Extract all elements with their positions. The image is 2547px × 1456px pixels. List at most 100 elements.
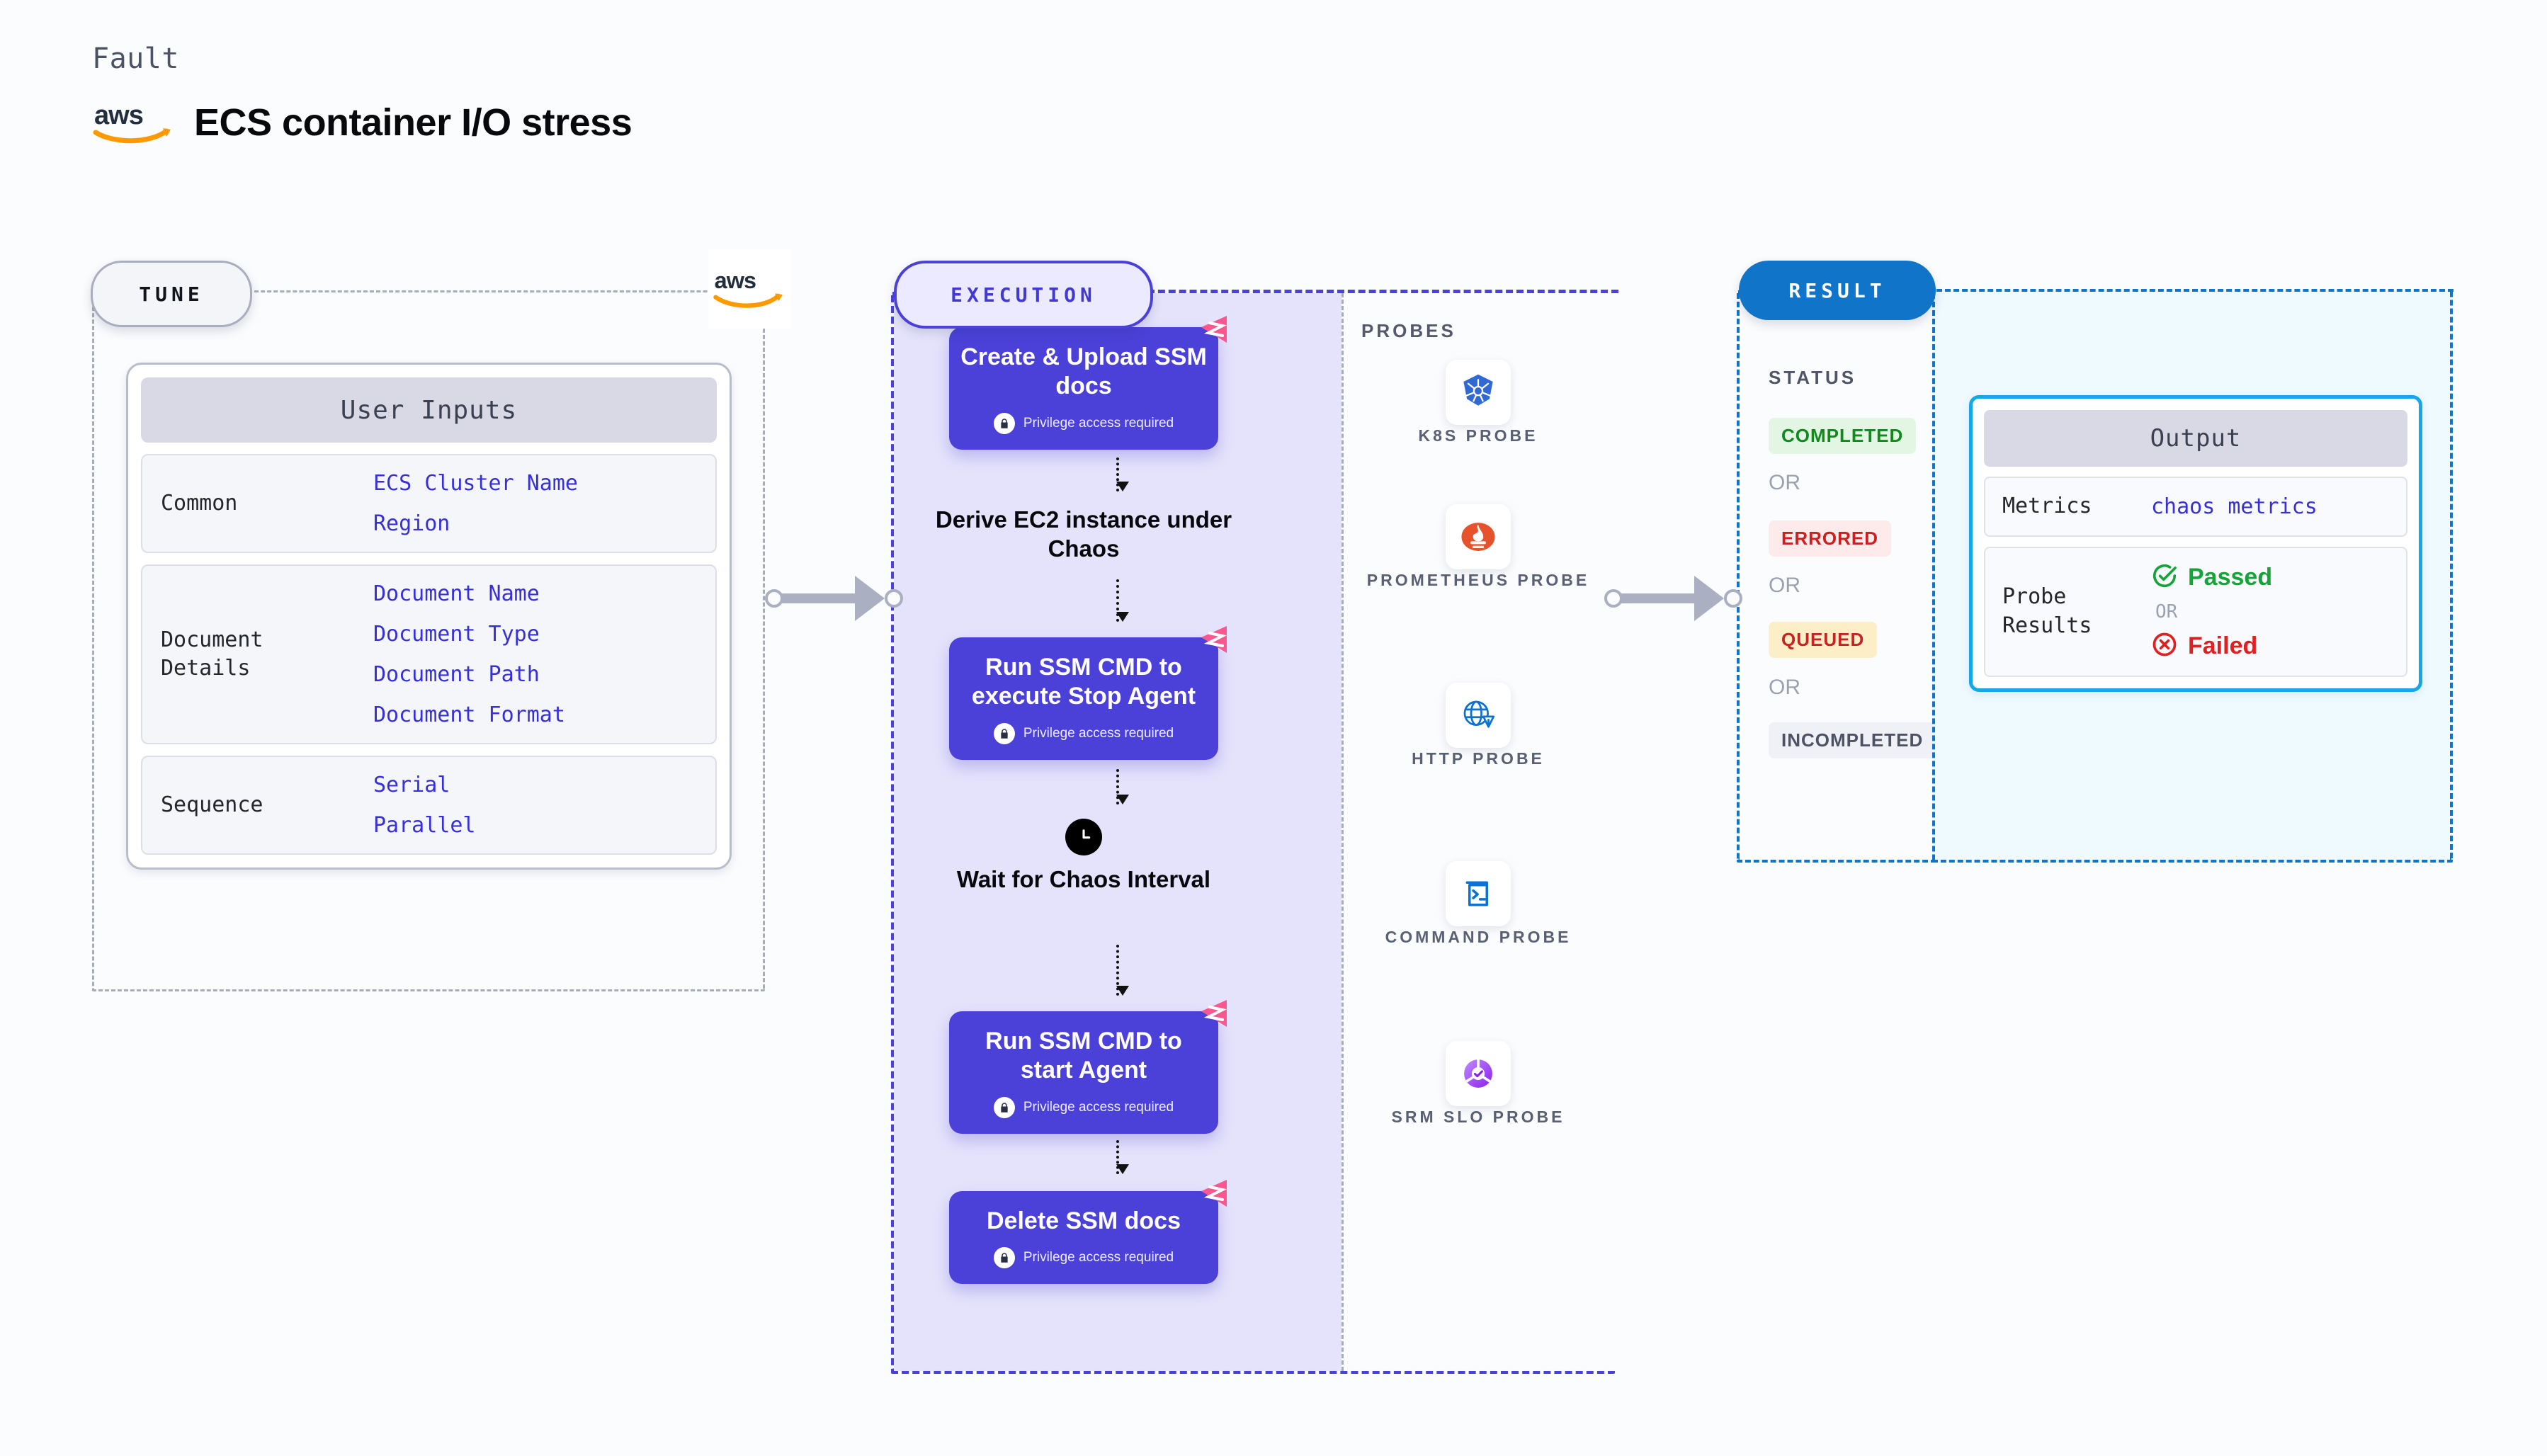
tune-panel <box>92 292 765 991</box>
input-ecs-cluster-name[interactable]: ECS Cluster Name <box>373 471 578 496</box>
or-text: OR <box>1769 676 1800 699</box>
harness-badge-icon <box>1194 312 1234 351</box>
connector-bar <box>782 593 858 603</box>
flow-arrow <box>1116 945 1129 1008</box>
step-label: Derive EC2 instance under Chaos <box>935 506 1232 562</box>
flow-arrow <box>1116 457 1129 504</box>
passed-label: Passed <box>2188 563 2273 591</box>
harness-badge-icon <box>1194 1176 1234 1215</box>
probe-label: SRM SLO PROBE <box>1391 1108 1565 1126</box>
probe-prometheus[interactable]: PROMETHEUS PROBE <box>1341 504 1615 591</box>
output-panel-top-border <box>1936 289 2454 292</box>
execution-badge[interactable]: EXECUTION <box>894 261 1153 329</box>
lock-icon <box>993 1247 1015 1269</box>
privilege-text: Privilege access required <box>1023 1099 1174 1115</box>
probes-label: PROBES <box>1361 320 1456 341</box>
result-badge[interactable]: RESULT <box>1739 261 1936 320</box>
or-text: OR <box>1769 574 1800 597</box>
page-header: Fault aws ECS container I/O stress <box>92 42 633 144</box>
privilege-text: Privilege access required <box>1023 415 1174 431</box>
lock-icon <box>993 1096 1015 1118</box>
privilege-note: Privilege access required <box>993 1247 1174 1269</box>
step-label: Create & Upload SSM docs <box>960 343 1207 400</box>
step-label: Run SSM CMD to start Agent <box>985 1028 1182 1084</box>
connector-end-dot <box>1724 589 1742 608</box>
input-document-name[interactable]: Document Name <box>373 581 540 606</box>
input-serial[interactable]: Serial <box>373 773 450 797</box>
metrics-label: Metrics <box>2002 494 2092 518</box>
step-run-ssm-stop-agent[interactable]: Run SSM CMD to execute Stop Agent Privil… <box>949 626 1227 760</box>
probe-k8s[interactable]: K8S PROBE <box>1341 360 1615 447</box>
x-circle-icon <box>2151 631 2178 661</box>
status-badge-completed: COMPLETED <box>1769 418 1917 454</box>
harness-badge-icon <box>1194 622 1234 661</box>
probes-column <box>1341 293 1615 1371</box>
flow-arrow <box>1116 1140 1129 1186</box>
or-text: OR <box>1769 471 1800 494</box>
connector-end-dot <box>885 589 903 608</box>
input-group-sequence: Sequence Serial Parallel <box>141 756 717 855</box>
input-document-path[interactable]: Document Path <box>373 662 540 687</box>
input-document-format[interactable]: Document Format <box>373 703 565 727</box>
step-create-upload-ssm-docs[interactable]: Create & Upload SSM docs Privilege acces… <box>949 316 1227 450</box>
step-derive-ec2-instance: Derive EC2 instance under Chaos <box>915 506 1252 564</box>
group-name: Common <box>161 490 238 516</box>
execution-flow: Create & Upload SSM docs Privilege acces… <box>894 293 1341 1371</box>
probe-label: HTTP PROBE <box>1412 749 1545 768</box>
harness-badge-icon <box>1194 996 1234 1035</box>
input-group-document-details: Document Details Document Name Document … <box>141 564 717 744</box>
connector-start-dot <box>1604 589 1623 608</box>
probe-command[interactable]: COMMAND PROBE <box>1341 861 1615 948</box>
output-group-metrics: Metrics chaos metrics <box>1984 477 2407 537</box>
connector-bar <box>1621 593 1697 603</box>
user-inputs-title: User Inputs <box>141 377 717 443</box>
status-label: STATUS <box>1769 367 1857 388</box>
svg-text:aws: aws <box>94 101 143 130</box>
title-row: aws ECS container I/O stress <box>92 101 633 144</box>
aws-logo-icon-tune: aws <box>708 249 792 329</box>
lock-icon <box>993 412 1015 434</box>
probe-result-passed: Passed <box>2151 562 2272 593</box>
connector-arrow-head <box>1694 576 1724 621</box>
privilege-text: Privilege access required <box>1023 1250 1174 1266</box>
aws-logo-icon: aws <box>92 101 178 144</box>
flow-arrow <box>1116 579 1129 634</box>
http-globe-icon <box>1446 683 1511 748</box>
lock-icon <box>993 722 1015 744</box>
group-name: Sequence <box>161 792 263 817</box>
svg-text:aws: aws <box>715 268 756 293</box>
step-run-ssm-start-agent[interactable]: Run SSM CMD to start Agent Privilege acc… <box>949 1000 1227 1134</box>
connector-arrow-head <box>855 576 885 621</box>
privilege-note: Privilege access required <box>993 1096 1174 1118</box>
fault-kicker: Fault <box>92 42 179 75</box>
probe-http[interactable]: HTTP PROBE <box>1341 683 1615 770</box>
terminal-icon <box>1446 861 1511 926</box>
check-circle-icon <box>2151 562 2178 593</box>
input-group-common: Common ECS Cluster Name Region <box>141 454 717 553</box>
step-delete-ssm-docs[interactable]: Delete SSM docs Privilege access require… <box>949 1180 1227 1285</box>
input-parallel[interactable]: Parallel <box>373 813 476 838</box>
privilege-note: Privilege access required <box>993 412 1174 434</box>
connector-execution-to-result <box>1604 576 1742 621</box>
step-label: Delete SSM docs <box>987 1207 1181 1234</box>
kubernetes-icon <box>1446 360 1511 425</box>
output-title: Output <box>1984 410 2407 467</box>
privilege-text: Privilege access required <box>1023 725 1174 741</box>
probe-label: COMMAND PROBE <box>1385 928 1572 946</box>
output-group-probe-results: Probe Results Passed OR <box>1984 546 2407 677</box>
connector-start-dot <box>765 589 783 608</box>
privilege-note: Privilege access required <box>993 722 1174 744</box>
probe-srm-slo[interactable]: SRM SLO PROBE <box>1341 1041 1615 1128</box>
execution-panel-top-border <box>1147 290 1618 293</box>
metrics-value[interactable]: chaos metrics <box>2151 494 2318 519</box>
prometheus-icon <box>1446 504 1511 569</box>
status-badge-incompleted: INCOMPLETED <box>1769 722 1936 758</box>
connector-tune-to-execution <box>765 576 903 621</box>
step-label: Run SSM CMD to execute Stop Agent <box>971 654 1196 710</box>
page-title: ECS container I/O stress <box>194 101 633 144</box>
input-document-type[interactable]: Document Type <box>373 622 540 647</box>
tune-badge[interactable]: TUNE <box>91 261 252 327</box>
step-label: Wait for Chaos Interval <box>956 866 1211 892</box>
step-wait-for-chaos-interval: Wait for Chaos Interval <box>915 819 1252 894</box>
input-region[interactable]: Region <box>373 511 450 536</box>
